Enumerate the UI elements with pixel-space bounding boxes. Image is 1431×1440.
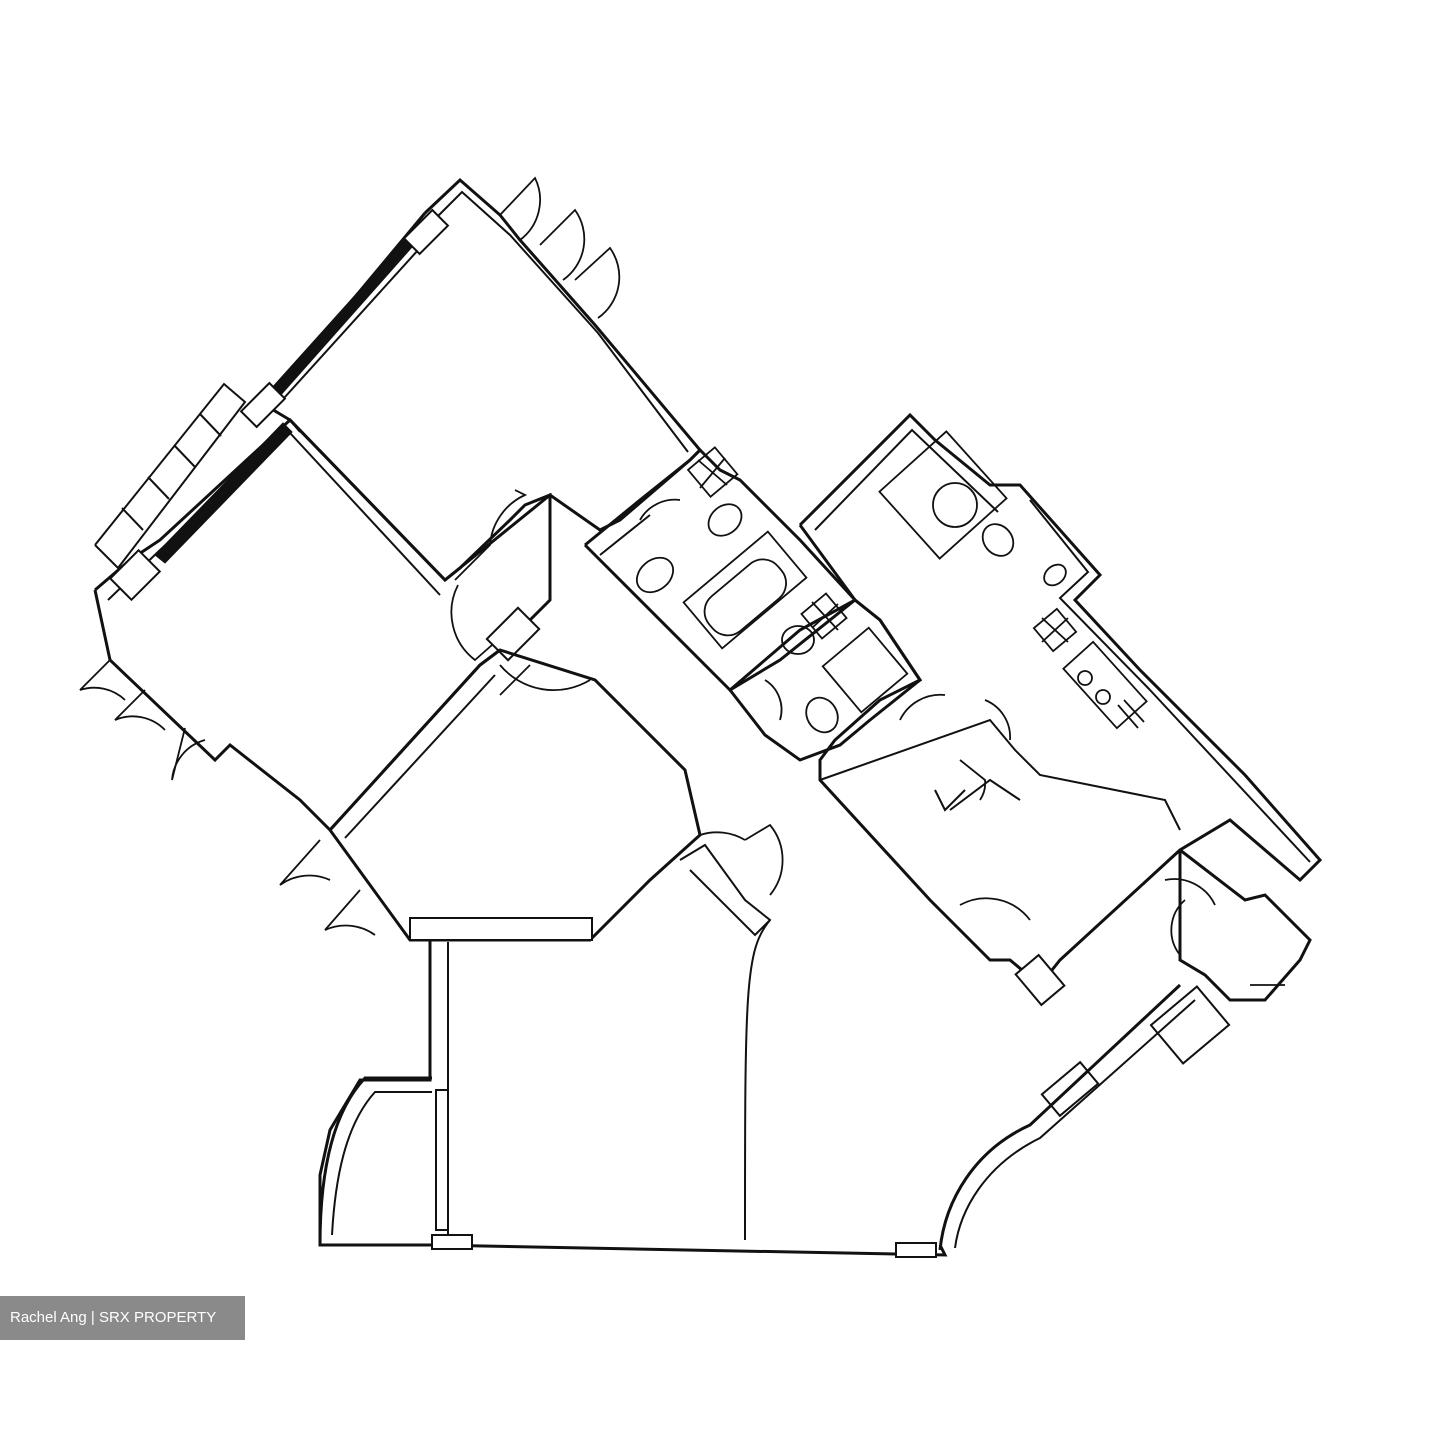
utility-bay [1014, 848, 1312, 1118]
bedroom-2 [93, 417, 552, 833]
bedroom-2-door [454, 489, 528, 581]
bathroom-1 [583, 446, 858, 692]
master-wardrobe-strip [239, 208, 450, 429]
bedroom-2-door-lower [450, 584, 493, 662]
bedroom-2-left-doors [79, 659, 206, 781]
kitchen-block [798, 412, 1323, 988]
bedroom-3 [328, 648, 702, 942]
bedroom-2-bay-window [94, 382, 293, 570]
living-dining [318, 919, 1196, 1258]
living-entry-doors [679, 823, 784, 937]
bathroom-2 [728, 592, 923, 762]
maid-room [819, 718, 1181, 831]
bedroom-3-window [409, 917, 593, 941]
master-bedroom [262, 177, 703, 583]
watermark-label: Rachel Ang | SRX PROPERTY [0, 1296, 245, 1340]
master-balcony-doors [499, 176, 621, 319]
bedroom-3-left-doors [279, 839, 376, 936]
